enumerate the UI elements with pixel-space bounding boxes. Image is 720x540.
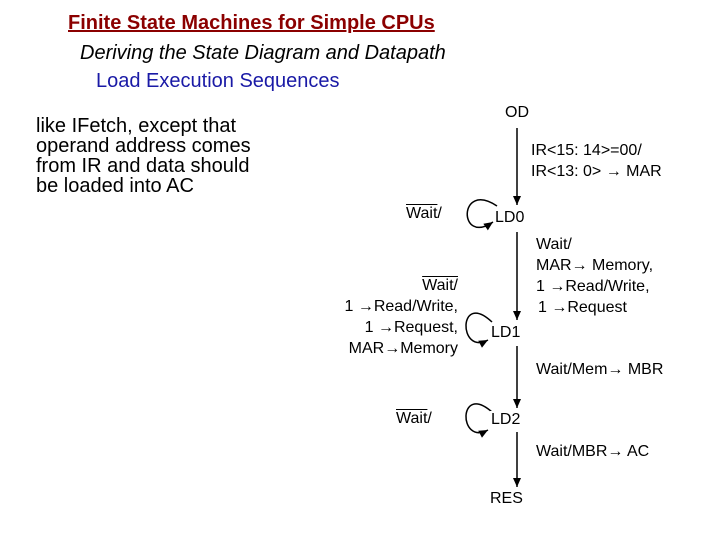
description-line: be loaded into AC <box>36 175 194 197</box>
label-line: IR<15: 14>=00/ <box>531 142 642 159</box>
state-od: OD <box>504 104 530 122</box>
slide-title: Finite State Machines for Simple CPUs <box>68 12 435 34</box>
description-line: operand address comes <box>36 135 251 157</box>
description-line: like IFetch, except that <box>36 115 237 137</box>
description-line: from IR and data should <box>36 155 250 177</box>
label-line: 1 →Read/Write, <box>344 298 458 315</box>
loop-ld2 <box>465 403 493 438</box>
wait-signal: Wait <box>406 205 438 222</box>
transition-label-ld0-self: Wait/ <box>406 205 442 222</box>
label-line: MAR→ Memory, <box>536 257 654 274</box>
transition-label-ld2-self: Wait/ <box>396 410 432 427</box>
label-line: Wait/ <box>422 277 458 294</box>
label-line: Wait/ <box>536 236 572 253</box>
section-heading: Load Execution Sequences <box>96 70 340 92</box>
transition-label-od-ld0: IR<15: 14>=00/ IR<13: 0> → MAR <box>531 140 662 182</box>
slide-subtitle: Deriving the State Diagram and Datapath <box>80 42 446 64</box>
loop-ld0 <box>466 199 498 231</box>
description-text: like IFetch, except that operand address… <box>36 116 316 196</box>
label-line: 1 →Request <box>538 299 627 316</box>
state-ld2: LD2 <box>490 411 522 429</box>
label-line: 1 →Read/Write, <box>536 278 650 295</box>
label-line: IR<13: 0> → MAR <box>531 163 662 180</box>
transition-label-ld1-ld2: Wait/Mem→ MBR <box>536 361 664 378</box>
state-res: RES <box>489 490 524 508</box>
state-ld1: LD1 <box>490 324 522 342</box>
transition-label-ld2-res: Wait/MBR→ AC <box>536 443 650 460</box>
label-line: 1 →Request, <box>364 319 458 336</box>
transition-label-ld0-ld1: Wait/ MAR→ Memory, 1 →Read/Write, 1 →Req… <box>536 234 653 318</box>
wait-signal: Wait <box>396 410 428 427</box>
label-line: MAR→Memory <box>348 340 458 357</box>
loop-ld1 <box>465 312 493 348</box>
transition-label-ld1-self: Wait/ 1 →Read/Write, 1 →Request, MAR→Mem… <box>298 275 458 359</box>
state-ld0: LD0 <box>494 209 526 227</box>
